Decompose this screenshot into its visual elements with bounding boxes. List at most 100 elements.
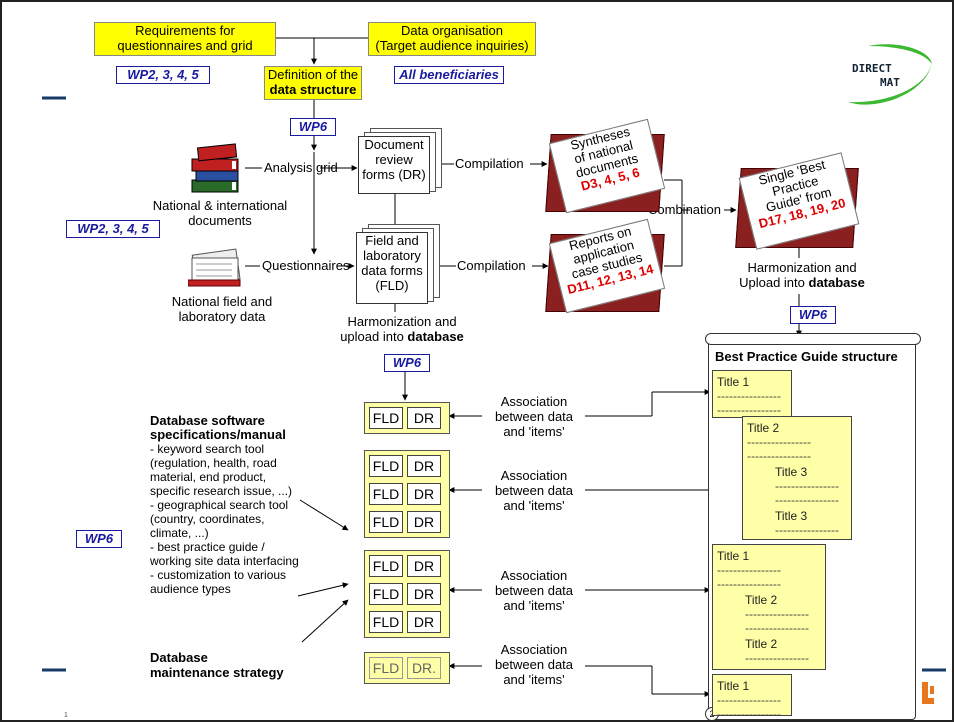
logo-swoosh-icon — [848, 44, 932, 105]
note-subtitle: Title 2 — [745, 593, 778, 607]
field-lab-line-4: (FLD) — [375, 278, 409, 293]
guide-structure-title: Best Practice Guide structure — [715, 349, 898, 364]
dr-cell: DR. — [407, 657, 441, 679]
note-dashes: ---------------- — [745, 621, 809, 635]
association-line-2: between data — [494, 657, 574, 672]
note-title: Title 2 — [747, 421, 780, 435]
association-line-3: and 'items' — [503, 672, 565, 687]
page-number: 1 — [64, 712, 68, 719]
harmonization-right-line-2: Upload into — [739, 275, 809, 290]
note-dashes: ---------------- — [717, 403, 781, 417]
books-icon — [188, 140, 244, 196]
note-dashes: ---------------- — [775, 493, 839, 507]
data-organisation-line-1: Data organisation — [401, 23, 503, 38]
paper-stack-icon — [187, 246, 244, 288]
doc-review-line-3: forms (DR) — [362, 167, 426, 182]
db-spec-line: - keyword search tool — [150, 442, 265, 456]
db-spec-line: (regulation, health, road — [150, 456, 277, 470]
association-line-1: Association — [500, 468, 568, 483]
harmonization-left-label: Harmonization and upload into database — [332, 314, 472, 344]
harmonization-left-line-1: Harmonization and — [347, 314, 457, 329]
note-title: Title 1 — [717, 679, 750, 693]
national-documents-line-2: documents — [188, 213, 252, 228]
fld-cell: FLD — [369, 555, 403, 577]
form-group-4: FLD DR. — [364, 652, 450, 684]
db-spec-line: - best practice guide / — [150, 540, 265, 554]
definition-line-1: Definition of the — [267, 67, 359, 82]
association-line-2: between data — [494, 483, 574, 498]
fld-cell: FLD — [369, 611, 403, 633]
reports-book: Reports on application case studies D11,… — [545, 218, 666, 314]
dr-cell: DR — [407, 583, 441, 605]
database-spec: Database software specifications/manual … — [150, 413, 330, 597]
association-line-2: between data — [494, 583, 574, 598]
db-spec-title-1: Database software — [150, 413, 265, 428]
fld-cell: FLD — [369, 455, 403, 477]
db-spec-line: (country, coordinates, — [150, 512, 265, 526]
harmonization-right-label: Harmonization and Upload into database — [732, 260, 872, 290]
doc-review-line-2: review — [375, 152, 413, 167]
scroll-top-roll — [705, 333, 921, 345]
doc-review-line-1: Document — [364, 137, 424, 152]
db-spec-line: specific research issue, ...) — [150, 484, 293, 498]
dr-cell: DR — [407, 407, 441, 429]
form-group-3: FLD DR FLD DR FLD DR — [364, 550, 450, 638]
association-label-1: Association between data and 'items' — [482, 394, 586, 439]
field-lab-line-3: data forms — [361, 263, 423, 278]
note-dashes: ---------------- — [745, 651, 809, 665]
partner-logo-fragment-icon — [920, 680, 936, 708]
association-label-4: Association between data and 'items' — [482, 642, 586, 687]
document-review-forms: Document review forms (DR) — [358, 128, 442, 194]
note-dashes: ---------------- — [775, 523, 839, 537]
form-group-1: FLD DR — [364, 402, 450, 434]
note-dashes: ---------------- — [717, 563, 781, 577]
guide-note-3: Title 1 ---------------- ---------------… — [712, 544, 826, 670]
wp-badge-left: WP2, 3, 4, 5 — [66, 220, 160, 238]
note-subtitle: Title 2 — [745, 637, 778, 651]
association-label-3: Association between data and 'items' — [482, 568, 586, 613]
dr-cell: DR — [407, 555, 441, 577]
association-line-2: between data — [494, 409, 574, 424]
fld-cell: FLD — [369, 483, 403, 505]
note-dashes: ---------------- — [747, 435, 811, 449]
note-dashes: ---------------- — [717, 707, 781, 721]
dr-cell: DR — [407, 511, 441, 533]
field-lab-line-1: Field and — [365, 233, 419, 248]
fld-cell: FLD — [369, 407, 403, 429]
maintenance-line-1: Database — [150, 650, 208, 665]
compilation-label-2: Compilation — [457, 258, 526, 273]
wp-badge-top: WP2, 3, 4, 5 — [116, 66, 210, 84]
dr-cell: DR — [407, 483, 441, 505]
dr-cell: DR — [407, 455, 441, 477]
fld-cell: FLD — [369, 583, 403, 605]
questionnaires-label: Questionnaires — [262, 258, 350, 273]
field-lab-line-2: laboratory — [363, 248, 421, 263]
wp-badge-wp6-left: WP6 — [76, 530, 122, 548]
db-spec-line: material, end product, — [150, 470, 267, 484]
definition-box: Definition of the data structure — [264, 66, 362, 100]
national-field-line-2: laboratory data — [178, 309, 266, 324]
form-group-2: FLD DR FLD DR FLD DR — [364, 450, 450, 538]
harmonization-left-bold: database — [407, 329, 464, 344]
national-documents-label: National & international documents — [150, 198, 290, 228]
fld-cell: FLD — [369, 511, 403, 533]
definition-line-2: data structure — [269, 82, 357, 97]
requirements-line-2: questionnaires and grid — [117, 38, 253, 53]
analysis-grid-label: Analysis grid — [264, 160, 338, 175]
directmat-logo: DIRECT MAT — [838, 42, 934, 112]
db-spec-line: - customization to various — [150, 568, 287, 582]
note-title: Title 1 — [717, 549, 750, 563]
note-dashes: ---------------- — [747, 449, 811, 463]
association-line-1: Association — [500, 642, 568, 657]
association-line-1: Association — [500, 394, 568, 409]
harmonization-right-bold: database — [808, 275, 865, 290]
association-line-1: Association — [500, 568, 568, 583]
note-dashes: ---------------- — [717, 577, 781, 591]
guide-note-2: Title 2 ---------------- ---------------… — [742, 416, 852, 540]
note-dashes: ---------------- — [745, 607, 809, 621]
requirements-line-1: Requirements for — [135, 23, 235, 38]
note-dashes: ---------------- — [775, 479, 839, 493]
guide-note-1: Title 1 ---------------- ---------------… — [712, 370, 792, 418]
guide-note-4: Title 1 ---------------- ---------------… — [712, 674, 792, 720]
national-field-line-1: National field and — [171, 294, 273, 309]
